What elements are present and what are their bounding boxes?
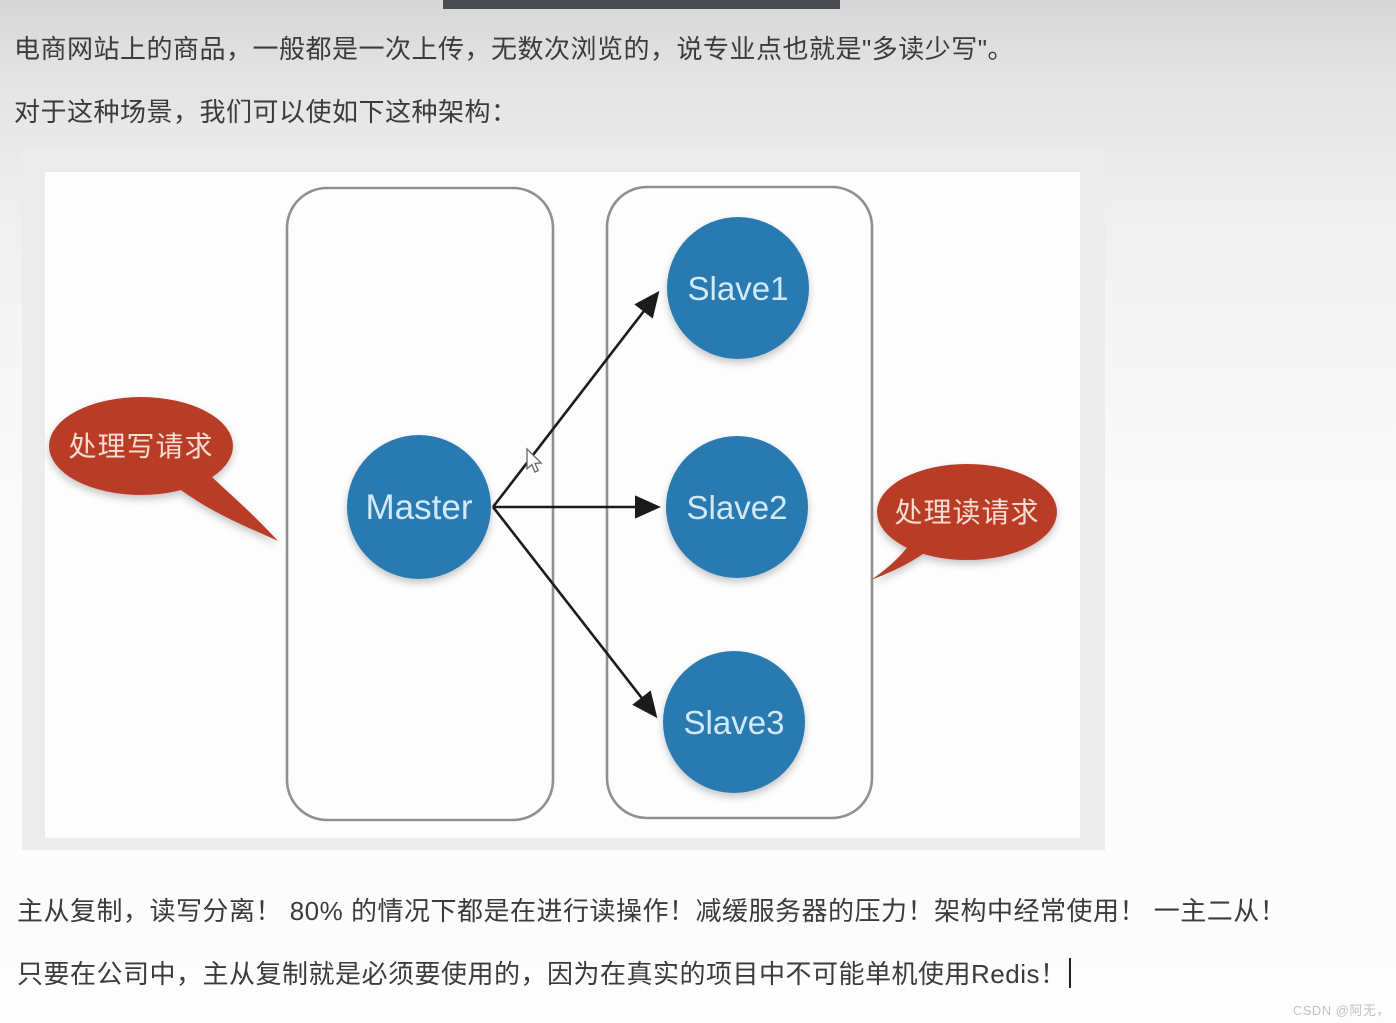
intro-paragraph-2: 对于这种场景，我们可以使如下这种架构： — [14, 97, 518, 127]
node-slave2: Slave2 — [666, 436, 808, 578]
note-paragraph-1: 主从复制，读写分离！ 80% 的情况下都是在进行读操作！减缓服务器的压力！架构中… — [17, 896, 1287, 926]
mouse-cursor-icon — [526, 447, 543, 473]
csdn-watermark: CSDN @阿无， — [1292, 1003, 1390, 1018]
master-circle — [347, 435, 491, 579]
callout-write-requests: 处理写请求 — [49, 397, 278, 541]
edge-master-slave1 — [491, 290, 660, 508]
master-label: Master — [366, 488, 473, 527]
text-cursor — [1069, 958, 1072, 988]
slave3-circle — [663, 651, 805, 793]
callout-write-label: 处理写请求 — [68, 431, 213, 462]
slave2-label: Slave2 — [687, 489, 788, 526]
note-paragraph-2-text: 只要在公司中，主从复制就是必须要使用的，因为在真实的项目中不可能单机使用Redi… — [17, 959, 1067, 989]
slave1-label: Slave1 — [688, 270, 789, 307]
slave2-circle — [666, 436, 808, 578]
callout-read-label: 处理读请求 — [894, 497, 1039, 528]
architecture-diagram: Master Slave1 Slave2 Slave3 处理写请求 — [45, 172, 1080, 838]
diagram-svg: Master Slave1 Slave2 Slave3 处理写请求 — [49, 185, 1057, 822]
edge-master-slave3 — [491, 506, 658, 719]
intro-paragraph-1: 电商网站上的商品，一般都是一次上传，无数次浏览的，说专业点也就是"多读少写"。 — [14, 34, 1014, 64]
top-dark-bar — [443, 0, 840, 9]
slave3-label: Slave3 — [684, 704, 785, 741]
slave1-circle — [667, 217, 809, 359]
callout-read-requests: 处理读请求 — [871, 464, 1057, 580]
note-paragraph-2[interactable]: 只要在公司中，主从复制就是必须要使用的，因为在真实的项目中不可能单机使用Redi… — [17, 954, 1072, 991]
node-slave1: Slave1 — [667, 217, 809, 359]
architecture-figure: Master Slave1 Slave2 Slave3 处理写请求 — [22, 148, 1105, 850]
node-master: Master — [347, 435, 491, 579]
node-slave3: Slave3 — [663, 651, 805, 793]
callout-write-bubble — [49, 397, 233, 495]
callout-read-bubble — [877, 464, 1057, 560]
